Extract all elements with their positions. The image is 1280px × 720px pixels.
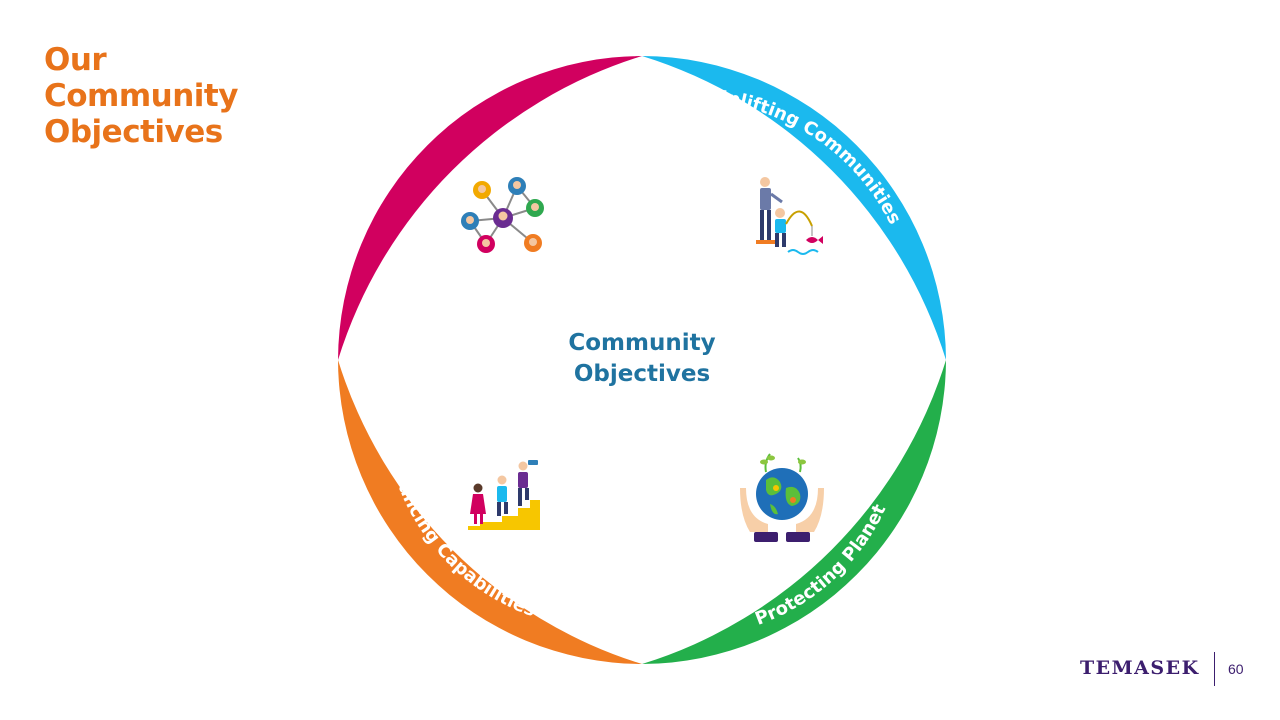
page-number: 60: [1228, 661, 1244, 677]
title-line-3: Objectives: [44, 114, 223, 150]
title-line-2: Community: [44, 78, 238, 114]
community-objectives-diagram: Connecting People Uplifting Communities …: [338, 56, 946, 664]
center-title-line-2: Objectives: [574, 361, 710, 387]
people-network-icon: [461, 177, 544, 253]
icon-circle-uplifting-communities: [724, 160, 840, 276]
title-line-1: Our: [44, 42, 107, 78]
climbing-stairs-icon: [468, 460, 540, 530]
teach-to-fish-icon: [756, 177, 823, 255]
page-title: Our Community Objectives: [44, 42, 304, 150]
temasek-logo: TEMASEK: [1080, 657, 1200, 679]
segment-connecting-people: [338, 56, 642, 360]
segment-uplifting-communities: [642, 56, 946, 360]
hands-globe-icon: [740, 453, 824, 542]
segment-protecting-planet: [642, 360, 946, 664]
segment-advancing-capabilities: [338, 360, 642, 664]
footer-divider: [1214, 652, 1215, 686]
center-title-line-1: Community: [568, 330, 715, 356]
